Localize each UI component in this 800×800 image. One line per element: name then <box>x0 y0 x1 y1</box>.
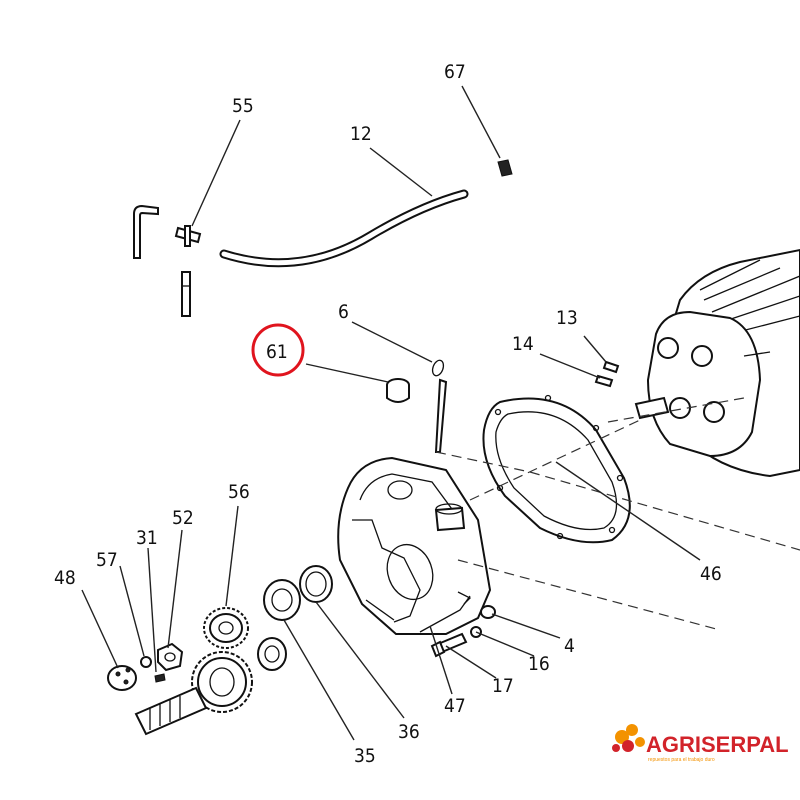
part-36-seal <box>299 565 333 603</box>
part-35-bearings <box>257 579 301 671</box>
label-13: 13 <box>556 307 578 329</box>
brand-name: AGRISERPAL <box>646 732 789 757</box>
label-17: 17 <box>492 675 514 697</box>
label-55: 55 <box>232 95 254 117</box>
label-35: 35 <box>354 745 376 767</box>
part-46-gasket <box>482 394 631 544</box>
label-48: 48 <box>54 567 76 589</box>
label-6: 6 <box>338 301 349 323</box>
label-46: 46 <box>700 563 722 585</box>
part-13-14-pins <box>594 360 620 388</box>
part-57-nut <box>140 656 152 668</box>
label-52: 52 <box>172 507 194 529</box>
part-61-plug <box>386 378 410 403</box>
label-67: 67 <box>444 61 466 83</box>
label-36: 36 <box>398 721 420 743</box>
logo-mark-icon <box>612 724 645 752</box>
label-56: 56 <box>228 481 250 503</box>
agriserpal-logo: AGRISERPAL repuestos para el trabajo dur… <box>612 724 789 763</box>
label-31: 31 <box>136 527 158 549</box>
part-6-dipstick <box>431 359 448 453</box>
part-47-housing <box>337 456 492 635</box>
label-12: 12 <box>350 123 372 145</box>
highlight-circle-61 <box>251 323 305 377</box>
part-67-nipple <box>497 159 513 177</box>
part-48-flange <box>107 665 137 691</box>
label-4: 4 <box>564 635 575 657</box>
label-61: 61 <box>266 341 288 363</box>
leader-lines <box>81 85 701 741</box>
label-57: 57 <box>96 549 118 571</box>
part-31-key <box>154 673 166 683</box>
part-52-nut <box>157 642 184 672</box>
alignment-lines <box>435 397 800 631</box>
label-47: 47 <box>444 695 466 717</box>
part-labels: 55 12 67 6 61 13 14 56 52 31 57 48 46 4 … <box>54 61 722 767</box>
main-gear-shaft <box>134 651 253 736</box>
label-16: 16 <box>528 653 550 675</box>
brand-tagline: repuestos para el trabajo duro <box>648 757 715 763</box>
hydraulic-pump-body <box>634 248 800 478</box>
part-55-fittings <box>133 204 202 317</box>
label-14: 14 <box>512 333 534 355</box>
part-56-gear <box>203 607 249 649</box>
part-12-hose <box>219 189 469 268</box>
